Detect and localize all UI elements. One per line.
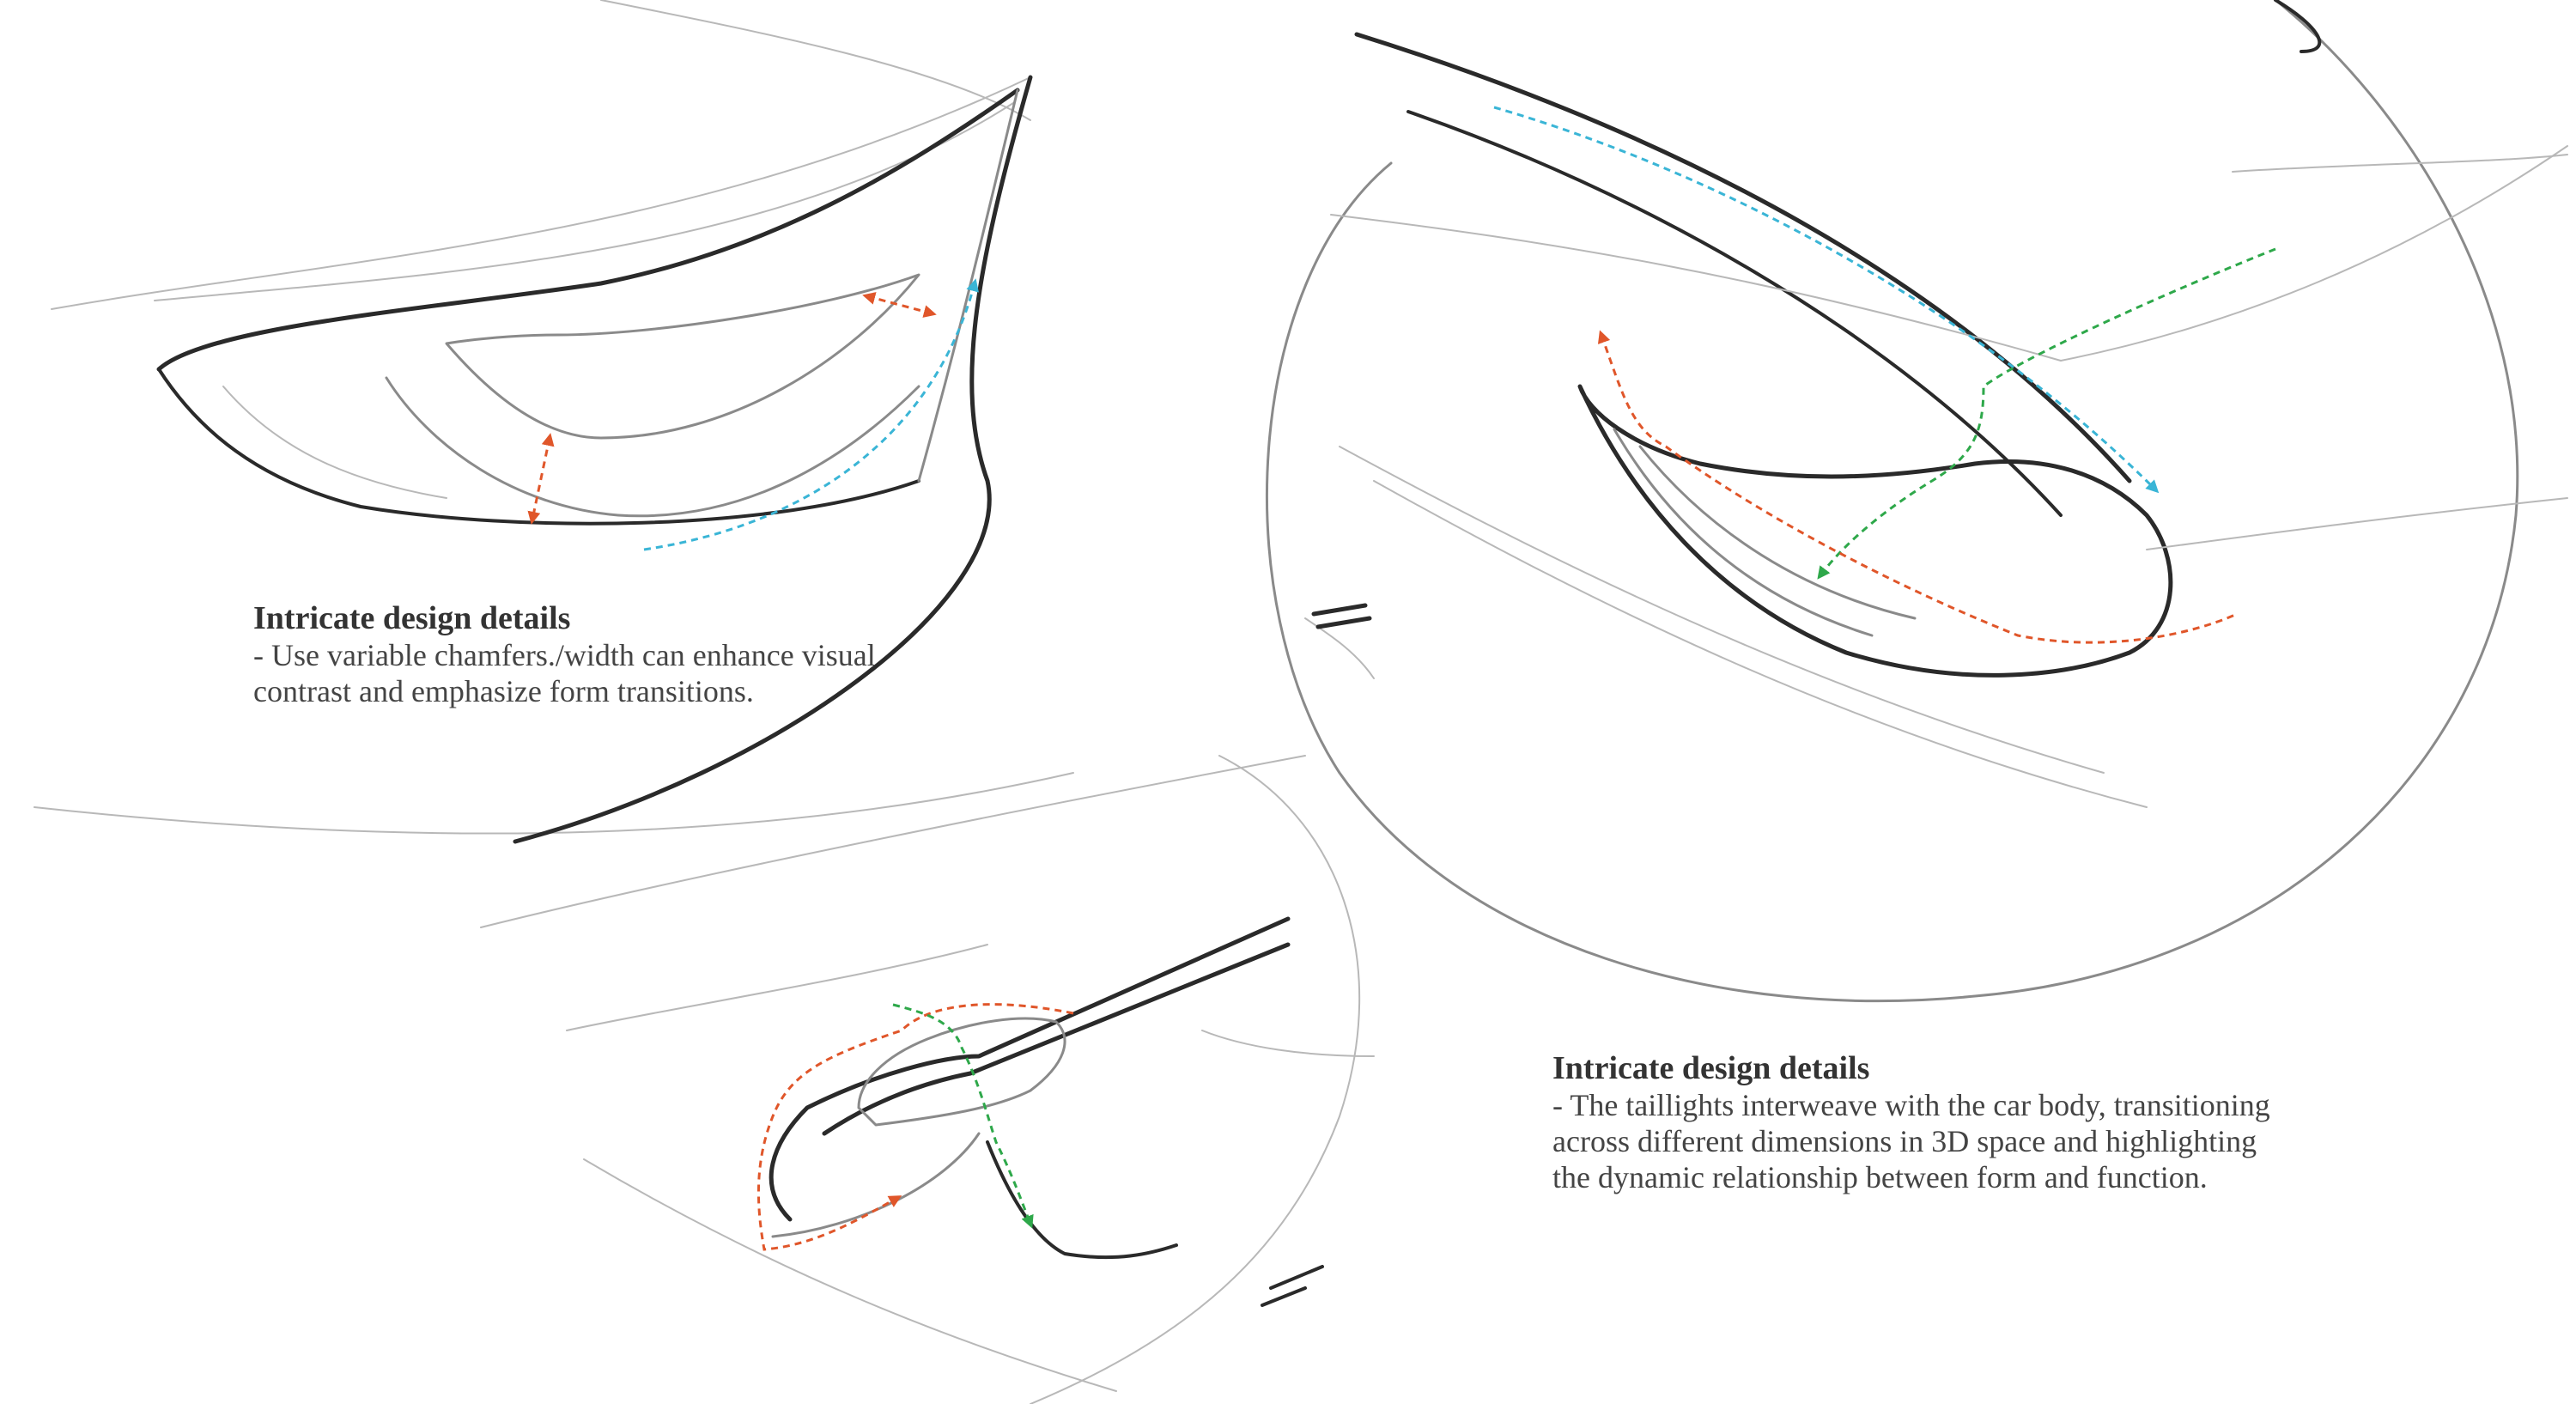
annotation-note-top-left: Intricate design details - Use variable … bbox=[253, 599, 1026, 709]
top-left-annotation-arrows bbox=[527, 278, 979, 551]
green-cross-arrow-right bbox=[1817, 247, 2276, 580]
bottom-annotation-arrows bbox=[756, 1003, 1074, 1251]
note-body: - The taillights interweave with the car… bbox=[1552, 1088, 2270, 1194]
sketch-right-circle bbox=[1266, 0, 2568, 1003]
orange-contour-arrow-right bbox=[1597, 330, 2238, 644]
note-body: - Use variable chamfers./width can enhan… bbox=[253, 638, 876, 708]
blue-flow-arrow bbox=[643, 278, 979, 551]
right-annotation-arrows bbox=[1493, 106, 2276, 644]
note-heading: Intricate design details bbox=[1552, 1050, 1870, 1086]
note-heading: Intricate design details bbox=[253, 600, 571, 636]
blue-flow-arrow-right bbox=[1493, 106, 2160, 494]
orange-contour-arrow-bottom bbox=[756, 1003, 1074, 1251]
annotation-note-bottom-right: Intricate design details - The taillight… bbox=[1552, 1049, 2411, 1195]
sketch-top-left bbox=[33, 0, 1074, 844]
sketch-bottom-center bbox=[480, 755, 1375, 1404]
orange-width-arrow-1 bbox=[527, 433, 555, 525]
